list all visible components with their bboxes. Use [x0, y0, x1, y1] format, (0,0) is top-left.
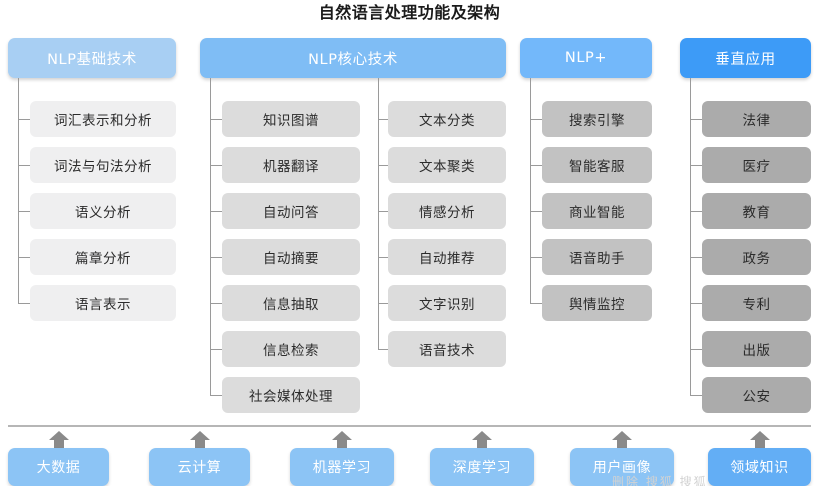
foundation-divider: [8, 425, 811, 427]
node-core-list-b-2[interactable]: 情感分析: [388, 193, 506, 229]
node-core-list-a-4[interactable]: 信息抽取: [222, 285, 360, 321]
connector-trunk-vertical-list: [690, 78, 691, 395]
arrow-up-icon: [331, 429, 353, 451]
node-vertical-list-5[interactable]: 出版: [702, 331, 811, 367]
column-header-nlp-basic[interactable]: NLP基础技术: [8, 38, 176, 78]
connector-branch: [210, 211, 222, 212]
connector-trunk-plus-list: [530, 78, 531, 303]
connector-branch: [378, 119, 388, 120]
connector-branch: [690, 257, 702, 258]
node-core-list-b-5[interactable]: 语音技术: [388, 331, 506, 367]
node-plus-list-1[interactable]: 智能客服: [542, 147, 652, 183]
connector-branch: [378, 349, 388, 350]
node-core-list-b-4[interactable]: 文字识别: [388, 285, 506, 321]
connector-branch: [530, 165, 542, 166]
connector-branch: [378, 165, 388, 166]
column-header-vertical-app[interactable]: 垂直应用: [680, 38, 811, 78]
node-core-list-a-1[interactable]: 机器翻译: [222, 147, 360, 183]
page-title: 自然语言处理功能及架构: [318, 3, 501, 22]
connector-branch: [690, 119, 702, 120]
connector-branch: [530, 257, 542, 258]
connector-trunk-basic-list: [18, 78, 19, 303]
connector-branch: [18, 165, 30, 166]
connector-trunk-core-list-b: [378, 78, 379, 349]
connector-branch: [210, 303, 222, 304]
node-plus-list-0[interactable]: 搜索引擎: [542, 101, 652, 137]
node-core-list-a-0[interactable]: 知识图谱: [222, 101, 360, 137]
connector-branch: [210, 349, 222, 350]
foundation-box-0[interactable]: 大数据: [8, 448, 109, 486]
node-vertical-list-0[interactable]: 法律: [702, 101, 811, 137]
node-basic-list-1[interactable]: 词法与句法分析: [30, 147, 176, 183]
connector-branch: [690, 165, 702, 166]
foundation-box-5[interactable]: 领域知识: [708, 448, 811, 486]
connector-branch: [530, 303, 542, 304]
connector-branch: [690, 303, 702, 304]
node-basic-list-2[interactable]: 语义分析: [30, 193, 176, 229]
connector-branch: [378, 257, 388, 258]
connector-branch: [18, 303, 30, 304]
node-basic-list-3[interactable]: 篇章分析: [30, 239, 176, 275]
node-core-list-a-6[interactable]: 社会媒体处理: [222, 377, 360, 413]
node-vertical-list-3[interactable]: 政务: [702, 239, 811, 275]
arrow-up-icon: [611, 429, 633, 451]
node-core-list-a-5[interactable]: 信息检索: [222, 331, 360, 367]
node-vertical-list-2[interactable]: 教育: [702, 193, 811, 229]
connector-branch: [210, 165, 222, 166]
foundation-box-3[interactable]: 深度学习: [430, 448, 534, 486]
node-plus-list-2[interactable]: 商业智能: [542, 193, 652, 229]
connector-branch: [530, 211, 542, 212]
arrow-up-icon: [471, 429, 493, 451]
node-plus-list-4[interactable]: 舆情监控: [542, 285, 652, 321]
foundation-box-1[interactable]: 云计算: [149, 448, 250, 486]
connector-branch: [690, 211, 702, 212]
node-core-list-b-1[interactable]: 文本聚类: [388, 147, 506, 183]
node-vertical-list-4[interactable]: 专利: [702, 285, 811, 321]
connector-branch: [378, 211, 388, 212]
node-core-list-a-3[interactable]: 自动摘要: [222, 239, 360, 275]
node-core-list-a-2[interactable]: 自动问答: [222, 193, 360, 229]
connector-branch: [18, 257, 30, 258]
node-vertical-list-1[interactable]: 医疗: [702, 147, 811, 183]
connector-branch: [378, 303, 388, 304]
connector-branch: [210, 257, 222, 258]
column-header-nlp-plus[interactable]: NLP+: [520, 38, 652, 78]
node-basic-list-4[interactable]: 语言表示: [30, 285, 176, 321]
node-plus-list-3[interactable]: 语音助手: [542, 239, 652, 275]
node-basic-list-0[interactable]: 词汇表示和分析: [30, 101, 176, 137]
node-core-list-b-0[interactable]: 文本分类: [388, 101, 506, 137]
connector-branch: [690, 395, 702, 396]
node-vertical-list-6[interactable]: 公安: [702, 377, 811, 413]
connector-trunk-core-list-a: [210, 78, 211, 395]
connector-branch: [210, 119, 222, 120]
arrow-up-icon: [48, 429, 70, 451]
watermark: 删除 搜狐 搜狐: [612, 475, 708, 486]
arrow-up-icon: [749, 429, 771, 451]
foundation-box-4[interactable]: 用户画像: [570, 448, 674, 486]
foundation-box-2[interactable]: 机器学习: [290, 448, 394, 486]
node-core-list-b-3[interactable]: 自动推荐: [388, 239, 506, 275]
connector-branch: [18, 211, 30, 212]
arrow-up-icon: [189, 429, 211, 451]
column-header-nlp-core[interactable]: NLP核心技术: [200, 38, 506, 78]
connector-branch: [210, 395, 222, 396]
connector-branch: [530, 119, 542, 120]
connector-branch: [18, 119, 30, 120]
connector-branch: [690, 349, 702, 350]
